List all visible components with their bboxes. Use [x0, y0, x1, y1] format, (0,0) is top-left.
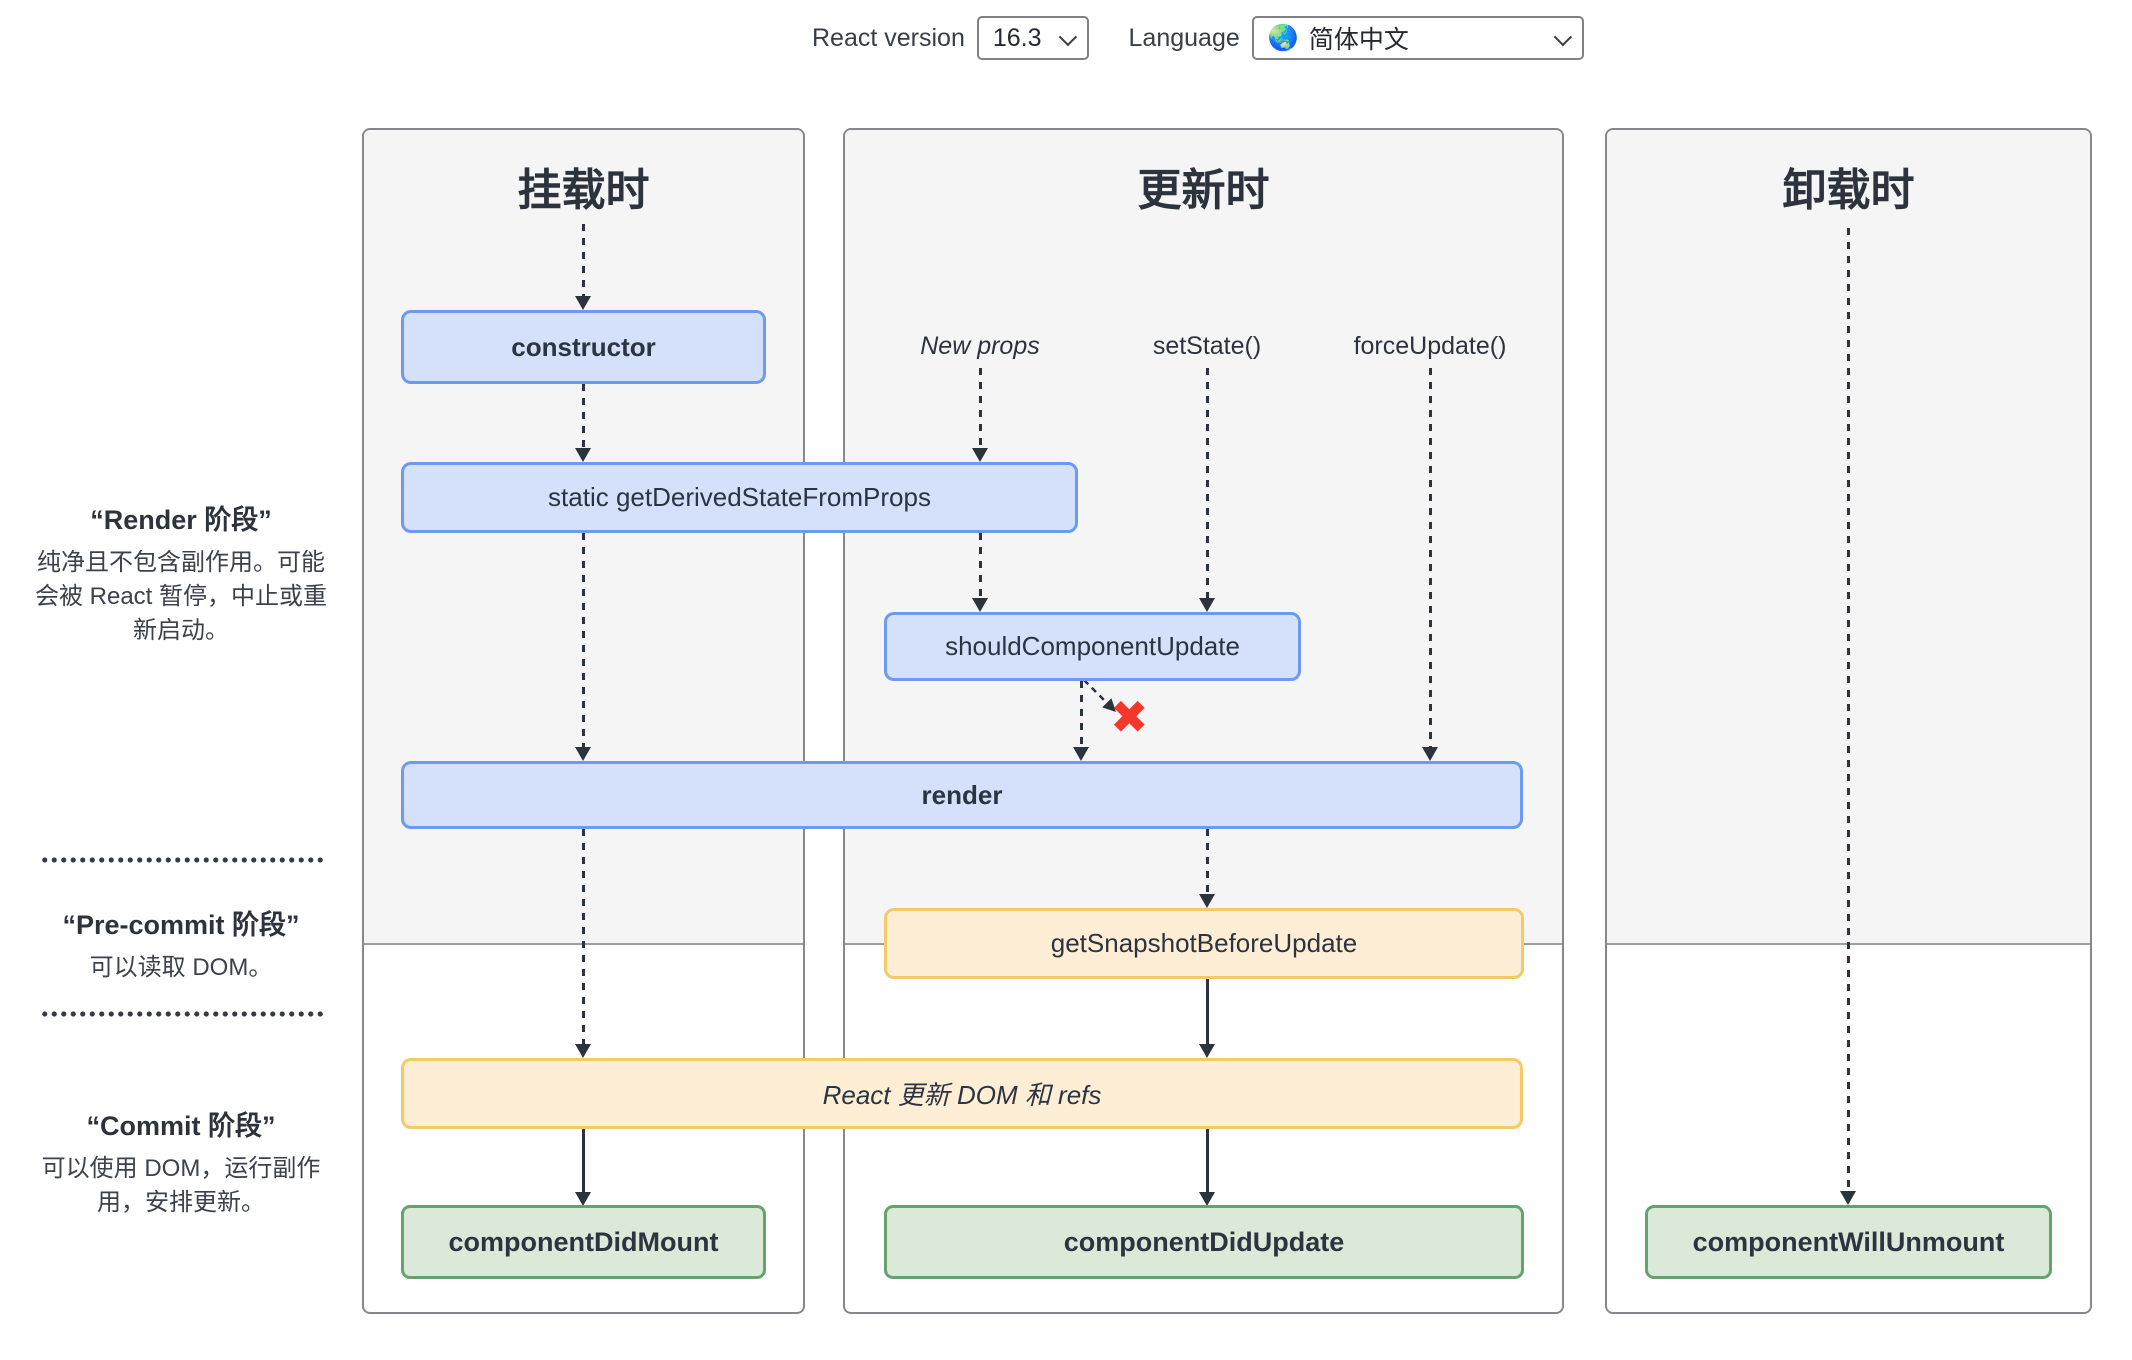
arrow-render-to-dom-update [582, 829, 585, 1044]
arrow-header-to-will-unmount [1847, 228, 1850, 1191]
language-label: Language [1128, 23, 1240, 52]
chevron-down-icon [1553, 27, 1572, 46]
arrow-scu-to-render [1080, 681, 1083, 747]
render-phase-label: “Render 阶段” 纯净且不包含副作用。可能会被 React 暂停，中止或重… [28, 498, 334, 648]
get-derived-state-from-props-box[interactable]: static getDerivedStateFromProps [401, 462, 1078, 533]
component-will-unmount-box[interactable]: componentWillUnmount [1645, 1205, 2052, 1279]
globe-icon: 🌏 [1267, 23, 1299, 52]
commit-phase-desc: 可以使用 DOM，运行副作用，安排更新。 [41, 1155, 321, 1217]
arrowhead [1840, 1191, 1856, 1205]
render-box[interactable]: render [401, 761, 1523, 829]
react-version-label: React version [812, 23, 965, 52]
get-snapshot-before-update-box[interactable]: getSnapshotBeforeUpdate [884, 908, 1524, 979]
language-value: 简体中文 [1308, 26, 1409, 54]
arrow-force-update-to-render [1429, 368, 1432, 747]
red-x-icon: ✖ [1110, 691, 1149, 743]
toolbar: React version 16.3 Language 🌏 简体中文 [812, 16, 1584, 60]
arrowhead [972, 598, 988, 612]
mounting-title: 挂载时 [517, 166, 650, 215]
arrowhead [1199, 1044, 1215, 1058]
arrow-header-to-constructor [582, 224, 585, 296]
language-select[interactable]: 🌏 简体中文 [1251, 16, 1584, 60]
should-component-update-box[interactable]: shouldComponentUpdate [884, 612, 1301, 681]
arrow-gdsfp-to-render [582, 533, 585, 747]
arrow-gsbu-to-dom-update [1206, 979, 1209, 1044]
arrowhead [575, 448, 591, 462]
react-updates-dom-box: React 更新 DOM 和 refs [401, 1058, 1523, 1129]
set-state-label: setState() [1152, 332, 1262, 360]
arrow-scu-abort-branch [1083, 679, 1116, 712]
render-phase-title: “Render 阶段” [90, 505, 272, 535]
commit-phase-title: “Commit 阶段” [86, 1111, 276, 1141]
arrowhead [972, 448, 988, 462]
commit-phase-label: “Commit 阶段” 可以使用 DOM，运行副作用，安排更新。 [28, 1104, 334, 1220]
pre-commit-phase-desc: 可以读取 DOM。 [89, 954, 273, 981]
phase-divider [40, 1011, 324, 1017]
phase-divider [40, 857, 324, 863]
updating-column: 更新时 [843, 128, 1564, 1314]
arrowhead [1199, 598, 1215, 612]
react-version-select[interactable]: 16.3 [976, 16, 1089, 60]
constructor-box[interactable]: constructor [401, 310, 766, 384]
arrow-dom-update-to-did-mount [582, 1129, 585, 1192]
arrowhead [1199, 894, 1215, 908]
component-did-update-box[interactable]: componentDidUpdate [884, 1205, 1524, 1279]
arrow-render-to-gsbu [1206, 829, 1209, 894]
arrow-new-props-to-gdsfp [979, 368, 982, 448]
arrowhead [575, 296, 591, 310]
arrowhead [575, 747, 591, 761]
arrowhead [1199, 1192, 1215, 1206]
arrow-set-state-to-scu [1206, 368, 1209, 598]
arrowhead [575, 1044, 591, 1058]
react-version-value: 16.3 [992, 23, 1042, 52]
unmounting-title: 卸载时 [1782, 166, 1915, 215]
arrowhead [1422, 747, 1438, 761]
updating-title: 更新时 [1137, 166, 1270, 215]
force-update-label: forceUpdate() [1353, 332, 1507, 360]
arrow-constructor-to-gdsfp [582, 384, 585, 448]
component-did-mount-box[interactable]: componentDidMount [401, 1205, 766, 1279]
arrow-dom-update-to-did-update [1206, 1129, 1209, 1192]
new-props-label: New props [920, 332, 1040, 360]
arrowhead [1073, 747, 1089, 761]
render-phase-desc: 纯净且不包含副作用。可能会被 React 暂停，中止或重新启动。 [34, 549, 328, 645]
pre-commit-phase-title: “Pre-commit 阶段” [62, 910, 300, 940]
pre-commit-phase-label: “Pre-commit 阶段” 可以读取 DOM。 [28, 903, 334, 985]
chevron-down-icon [1058, 27, 1077, 46]
arrowhead [575, 1192, 591, 1206]
arrow-gdsfp-to-scu [979, 533, 982, 598]
